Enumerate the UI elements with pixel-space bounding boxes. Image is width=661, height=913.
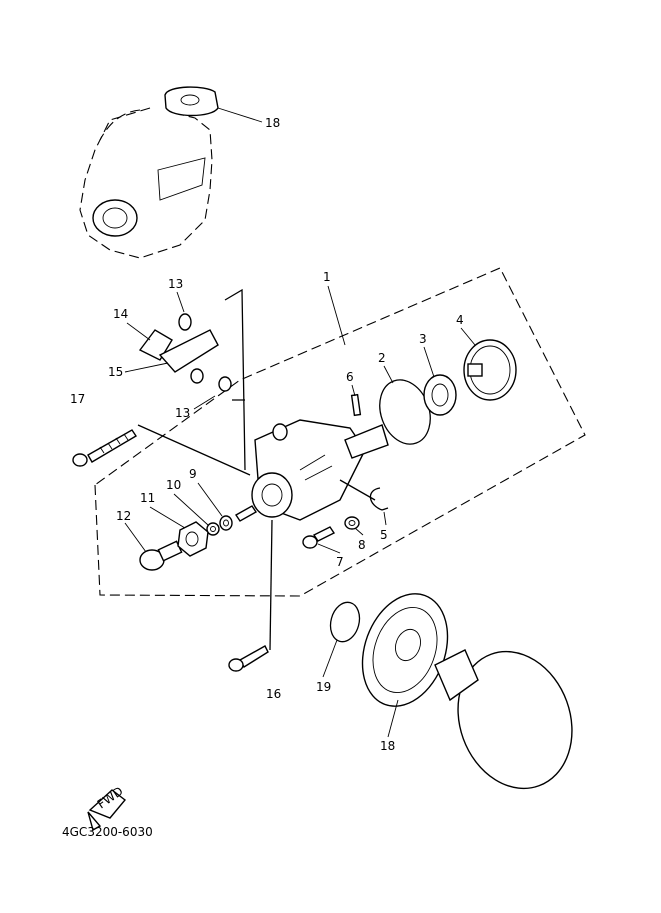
strainer-19 bbox=[361, 593, 449, 707]
callout-17: 17 bbox=[70, 392, 85, 406]
callout-4: 4 bbox=[456, 313, 464, 327]
bearing-3 bbox=[423, 374, 457, 416]
washer-9 bbox=[219, 515, 233, 531]
fitting-bracket bbox=[224, 288, 246, 471]
callout-15: 15 bbox=[108, 365, 123, 379]
callout-14: 14 bbox=[113, 307, 128, 321]
callout-12: 12 bbox=[116, 509, 131, 523]
cap-screw-12 bbox=[139, 540, 183, 571]
callout-16: 16 bbox=[266, 687, 281, 701]
leader-5 bbox=[339, 479, 376, 501]
callout-5: 5 bbox=[380, 528, 388, 542]
callout-labels: 18 1 13 14 15 13 17 6 2 3 4 9 10 11 12 5… bbox=[70, 116, 464, 753]
callout-10: 10 bbox=[166, 478, 181, 492]
oil-filler-cap bbox=[164, 86, 219, 117]
bolt-7 bbox=[302, 526, 336, 549]
crankcase-outline bbox=[79, 107, 213, 259]
callout-13b: 13 bbox=[175, 406, 190, 420]
drawing-code: 4GC3200-6030 bbox=[62, 825, 153, 839]
callout-11: 11 bbox=[140, 491, 155, 505]
callout-1: 1 bbox=[323, 270, 331, 284]
bolt-17 bbox=[72, 429, 137, 467]
forward-arrow-icon: FWD bbox=[87, 784, 127, 832]
pin-6 bbox=[350, 393, 362, 417]
bolt-16 bbox=[228, 645, 269, 672]
leader-lines bbox=[124, 107, 476, 738]
crankshaft-end bbox=[434, 649, 573, 790]
callout-20: 19 bbox=[316, 680, 331, 694]
callout-8: 8 bbox=[358, 538, 366, 552]
pump-gear-4 bbox=[463, 339, 517, 401]
nut-11 bbox=[177, 521, 209, 557]
leader-17 bbox=[137, 424, 251, 476]
washer-10 bbox=[206, 522, 220, 536]
callout-13a: 13 bbox=[168, 277, 183, 291]
callout-18: 18 bbox=[265, 116, 280, 130]
pipe-fitting bbox=[138, 313, 232, 392]
callout-7: 7 bbox=[336, 555, 344, 569]
o-ring-20 bbox=[329, 601, 361, 643]
callout-9: 9 bbox=[189, 467, 197, 481]
pump-assembly-boundary bbox=[94, 267, 586, 597]
washer-8 bbox=[344, 516, 360, 530]
callout-3: 3 bbox=[419, 332, 427, 346]
callout-19: 18 bbox=[380, 739, 395, 753]
callout-2: 2 bbox=[378, 351, 386, 365]
callout-6: 6 bbox=[346, 370, 354, 384]
oil-pump-body bbox=[234, 419, 389, 522]
leader-16 bbox=[269, 519, 273, 651]
